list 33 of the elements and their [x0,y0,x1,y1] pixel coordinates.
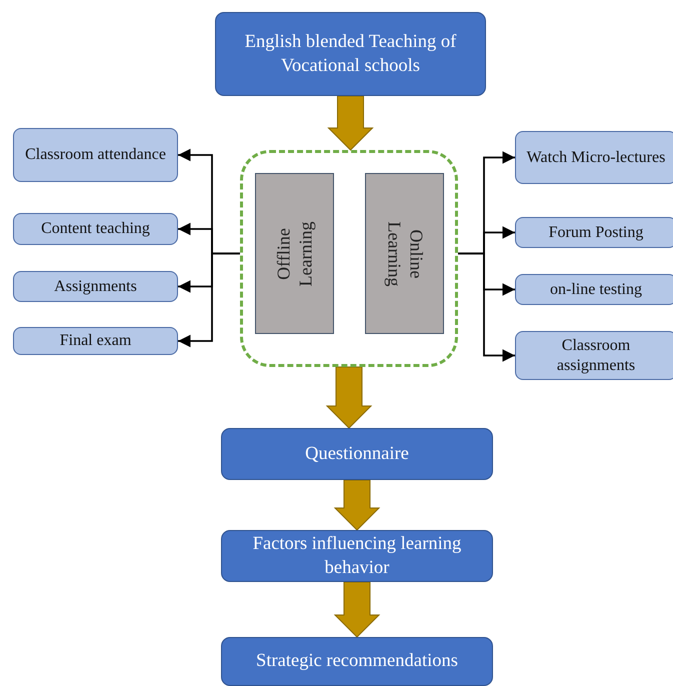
node-label: Forum Posting [548,222,644,242]
learning-mode-box [255,173,334,334]
node-label: Classroom assignments [556,336,636,375]
activity-box [13,327,178,355]
activity-box [515,331,673,380]
node-label: English blended Teaching of Vocational schools [244,30,458,78]
node-label: Questionnaire [304,442,410,466]
node-label: Assignments [53,276,138,296]
node-label: Classroom attendance [24,145,167,165]
process-box [221,428,493,480]
node-label: Offline Learning [272,220,316,288]
activity-box [515,217,673,248]
block-arrow [327,96,374,151]
node-label: Watch Micro-lectures [526,148,666,168]
activity-box [515,274,673,305]
node-label: Online Learning [384,220,426,288]
node-label: Strategic recommendations [255,650,459,674]
node-label: Factors influencing learning behavior [252,532,462,580]
block-arrow [326,366,372,429]
node-label: Content teaching [40,219,151,239]
process-box [221,637,493,686]
node-label: on-line testing [549,280,643,300]
activity-box [13,213,178,245]
activity-box [13,271,178,302]
node-label: Final exam [58,331,132,351]
activity-box [515,131,673,184]
block-arrow [334,582,380,638]
learning-mode-box [365,173,444,334]
process-box [221,530,493,582]
activity-box [13,128,178,182]
process-box [215,12,486,96]
block-arrow [334,480,380,531]
dashed-group-box [240,150,458,367]
